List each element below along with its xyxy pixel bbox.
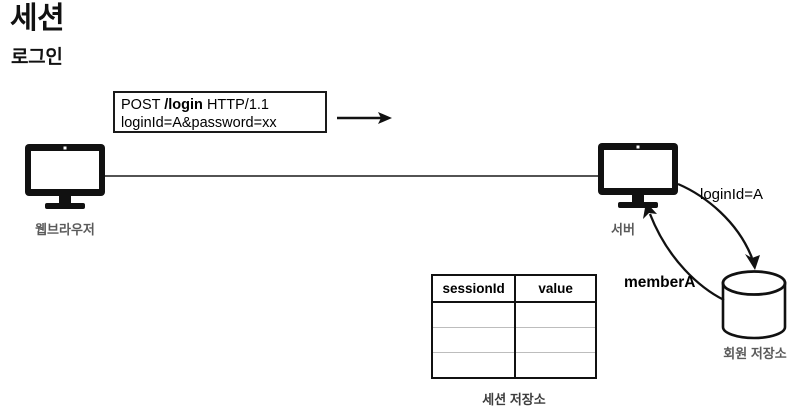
column-header-sessionid: sessionId: [430, 274, 517, 303]
table-cell-sessionid: [430, 327, 516, 353]
table-cell-value: [514, 327, 597, 353]
member-a-edge-label: memberA: [624, 274, 696, 291]
database-node-label: 회원 저장소: [723, 346, 787, 361]
column-header-value: value: [514, 274, 597, 303]
session-store-table: sessionId value: [430, 274, 597, 379]
browser-node-label: 웹브라우저: [35, 222, 95, 237]
table-cell-sessionid: [430, 301, 516, 328]
http-version: HTTP/1.1: [202, 97, 269, 113]
server-node-label: 서버: [611, 222, 635, 237]
login-id-edge-label: loginId=A: [700, 186, 763, 203]
page-title: 세션: [10, 2, 65, 35]
table-row: [430, 301, 597, 328]
http-path: /login: [164, 97, 203, 113]
table-cell-value: [514, 301, 597, 328]
table-header-row: sessionId value: [430, 274, 597, 303]
table-row: [430, 352, 597, 379]
session-store-caption: 세션 저장소: [482, 392, 546, 407]
page-subtitle: 로그인: [11, 47, 63, 68]
http-request-line-1: POST /login HTTP/1.1: [121, 96, 325, 114]
monitor-icon: [598, 143, 678, 208]
http-request-body: loginId=A&password=xx: [121, 115, 277, 131]
arrow-right-icon: [337, 112, 392, 124]
monitor-icon: [25, 144, 105, 209]
http-method: POST: [121, 97, 165, 113]
table-cell-value: [514, 352, 597, 379]
table-cell-sessionid: [430, 352, 516, 379]
http-request-box: POST /login HTTP/1.1 loginId=A&password=…: [113, 91, 327, 133]
database-cylinder-icon: [721, 270, 787, 340]
table-row: [430, 327, 597, 353]
